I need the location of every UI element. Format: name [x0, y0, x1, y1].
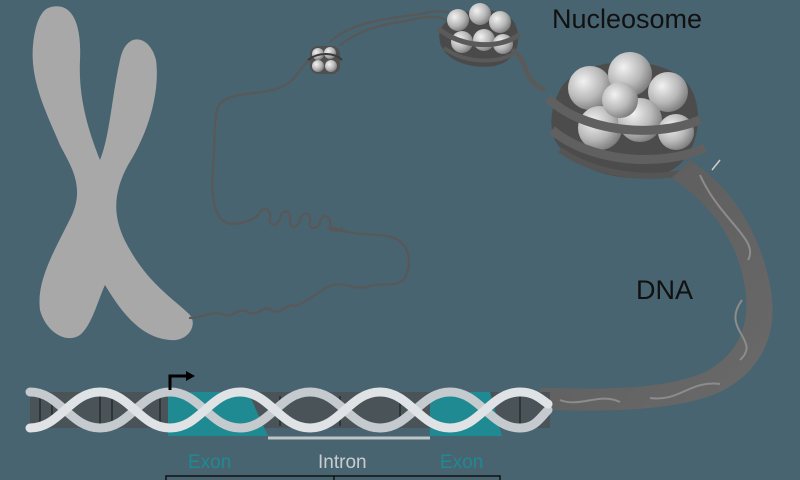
- small-nucleosome: [307, 46, 343, 74]
- gene-bracket: [165, 475, 501, 480]
- intron-label: Intron: [318, 452, 367, 473]
- medium-nucleosome: [436, 3, 522, 67]
- nucleosome-label: Nucleosome: [552, 4, 703, 34]
- transcription-start-arrow-icon: [168, 371, 195, 390]
- exon-label-2: Exon: [440, 452, 484, 473]
- chromosome: [32, 6, 193, 341]
- dna-label: DNA: [636, 275, 694, 305]
- chromatin-strand: [188, 10, 450, 320]
- dna-tail: [540, 159, 773, 411]
- linker-dna: [510, 47, 547, 93]
- exon-label-1: Exon: [188, 452, 232, 473]
- dna-double-helix: [25, 387, 553, 440]
- large-nucleosome: [544, 52, 707, 179]
